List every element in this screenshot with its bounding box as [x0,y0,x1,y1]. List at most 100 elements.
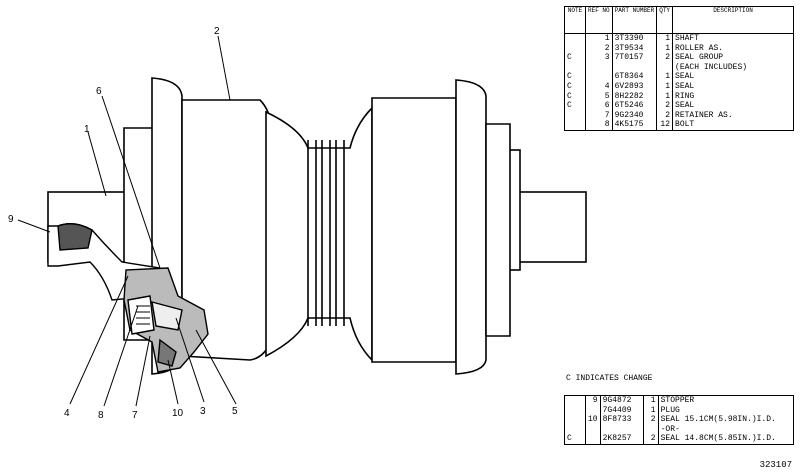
cell-desc: SEAL [672,81,794,92]
cell-ref: 3 [585,53,613,63]
cell-ref: 1 [585,33,613,44]
col-part: PART NUMBER [611,6,658,34]
callout-1: 1 [84,124,90,135]
table-header-row: NOTE REF NO PART NUMBER QTY DESCRIPTION [564,6,794,34]
cell-part: 6T5246 [611,101,658,111]
cell-part: 6V2893 [611,81,658,92]
cell-desc: RING [672,91,794,102]
cell-part: 2K8257 [599,434,644,445]
roller-body-right [371,97,457,363]
cell-ref [585,434,601,445]
cell-note: C [564,72,586,82]
cell-part: 4K5175 [611,120,658,131]
cell-desc: SEAL 14.8CM(5.85IN.)I.D. [657,434,795,445]
cell-qty [656,62,674,73]
cell-qty: 2 [656,53,674,63]
cell-ref: 7 [585,110,613,121]
callout-9: 9 [8,214,14,225]
shaft-right [511,191,587,263]
cell-qty: 1 [642,405,659,416]
cell-ref: 9 [585,395,601,406]
cell-part: 6T8364 [611,72,658,82]
cell-part: 7T0157 [611,53,658,63]
cell-part: 3T3390 [611,33,658,44]
cell-qty: 2 [656,110,674,121]
callout-6: 6 [96,86,102,97]
callout-5: 5 [232,406,238,417]
cell-ref: 2 [585,43,613,54]
cell-part [599,424,644,435]
table-row: -OR- [564,424,795,435]
cell-desc: SEAL 15.1CM(5.98IN.)I.D. [657,415,795,425]
cell-qty [642,424,659,435]
cell-ref [585,424,601,435]
cell-desc: SEAL [672,72,794,82]
callout-7: 7 [132,410,138,421]
callout-10: 10 [172,408,184,419]
right-flange [455,79,487,375]
cell-desc: STOPPER [657,395,795,406]
cell-ref: 8 [585,120,613,131]
callout-3: 3 [200,406,206,417]
cell-note: C [564,101,586,111]
cell-qty: 1 [656,43,674,54]
cell-qty: 2 [642,434,659,445]
cell-qty: 1 [656,91,674,102]
cell-note [564,33,586,44]
callout-2: 2 [214,26,220,37]
cell-qty: 2 [642,415,659,425]
cell-note [564,62,586,73]
cell-part [611,62,658,73]
cell-note [564,43,586,54]
col-desc: DESCRIPTION [672,6,794,34]
figure-number: 323107 [759,460,792,470]
cell-part: 8H2282 [611,91,658,102]
cell-ref [585,62,613,73]
col-qty: QTY [656,6,674,34]
cell-part: 7G4409 [599,405,644,416]
cell-note [564,120,586,131]
cell-note [564,415,586,425]
cell-qty: 1 [642,395,659,406]
cell-qty: 12 [656,120,674,131]
cell-qty: 1 [656,33,674,44]
cell-part: 8F8733 [599,415,644,425]
cell-desc: BOLT [672,120,794,131]
cell-qty: 1 [656,72,674,82]
cell-part: 9G4872 [599,395,644,406]
cell-note: C [564,53,586,63]
cell-qty: 2 [656,101,674,111]
cell-ref: 4 [585,81,613,92]
callout-8: 8 [98,410,104,421]
cell-note [564,424,586,435]
change-note: C INDICATES CHANGE [566,374,653,383]
cell-desc: PLUG [657,405,795,416]
cell-note [564,395,586,406]
parts-list-table: NOTE REF NO PART NUMBER QTY DESCRIPTION … [564,6,794,131]
cell-ref: 5 [585,91,613,102]
cell-desc: -OR- [657,424,795,435]
cell-desc: ROLLER AS. [672,43,794,54]
col-ref: REF NO [585,6,613,34]
cell-note [564,110,586,121]
roller-center [265,106,373,362]
cell-desc: SEAL [672,101,794,111]
right-hub [485,123,511,337]
cell-ref: 10 [585,415,601,425]
section-view [47,223,209,373]
cell-note [564,405,586,416]
cell-part: 9G2340 [611,110,658,121]
cell-note: C [564,91,586,102]
